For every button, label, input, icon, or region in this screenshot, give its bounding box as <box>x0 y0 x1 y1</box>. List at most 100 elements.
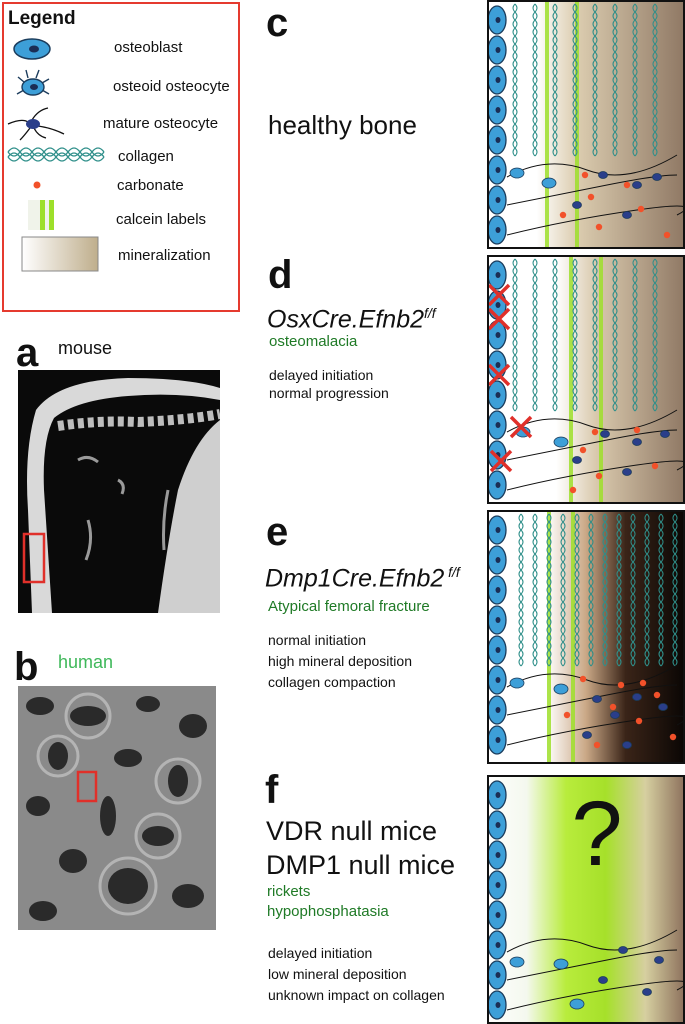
panel-d-genotype-base: OsxCre.Efnb2 <box>267 305 425 334</box>
legend-label-calcein-labels: calcein labels <box>116 211 207 228</box>
mature-osteocyte <box>654 956 664 964</box>
osteoblast-nucleus <box>495 47 501 53</box>
osteocyte-process <box>506 949 678 981</box>
calcein-labels-icon <box>28 200 54 230</box>
collagen-strand <box>546 513 550 667</box>
collagen-strand <box>572 3 576 157</box>
carbonate-dot <box>663 231 671 239</box>
legend-box <box>2 2 240 312</box>
osteocyte-process <box>506 684 678 716</box>
panel-c-letter: c <box>266 1 289 45</box>
collagen-strand <box>658 513 662 667</box>
osteoblast-nucleus <box>495 882 501 888</box>
mineralization-gradient <box>487 510 685 764</box>
collagen-strand <box>634 3 638 157</box>
carbonate-dot <box>579 446 587 454</box>
collagen-strand <box>532 3 536 157</box>
osteoid-osteocyte <box>553 958 569 970</box>
mature-osteocyte <box>622 468 632 476</box>
collagen-strand <box>574 258 578 412</box>
osteoblast-icon <box>13 38 51 60</box>
collagen-strand <box>576 513 580 667</box>
panel-f-note-3: unknown impact on collagen <box>268 987 445 1003</box>
panel-d-phenotype: osteomalacia <box>269 333 358 350</box>
panel-frame <box>487 510 685 764</box>
carbonate-dot <box>559 211 567 219</box>
osteoblast-nucleus <box>495 617 501 623</box>
collagen-strand <box>534 3 538 157</box>
collagen-strand <box>602 513 606 667</box>
mineralization-icon <box>21 236 99 272</box>
mature-osteocyte <box>622 741 632 749</box>
collagen-strand <box>520 513 524 667</box>
collagen-strand <box>552 258 556 412</box>
panel-a-label: mouse <box>58 338 113 358</box>
carbonate-dot <box>633 426 641 434</box>
collagen-strand <box>652 3 656 157</box>
mouse-bone-image <box>18 370 220 613</box>
carbonate-dot <box>593 741 601 749</box>
carbonate-dot <box>651 462 659 470</box>
panel-f-note-1: delayed initiation <box>268 945 373 961</box>
panel-frame <box>487 0 685 249</box>
panel-e-note-1: normal initiation <box>268 632 367 648</box>
collagen-strand <box>560 513 564 667</box>
mineralization-gradient <box>487 255 685 504</box>
osteoblast-nucleus <box>495 302 501 308</box>
panel-d-note-2: normal progression <box>269 385 389 401</box>
mature-osteocyte <box>618 946 628 954</box>
panel-f-note-2: low mineral deposition <box>268 966 407 982</box>
legend-icons <box>7 38 105 272</box>
collagen-strand <box>634 258 638 412</box>
panel-d-genotype: OsxCre.Efnb2f/f <box>267 305 436 334</box>
calcein-label <box>599 255 603 504</box>
panel-e-note-2: high mineral deposition <box>268 653 412 669</box>
panel-a-letter: a <box>16 331 39 375</box>
collagen-strand <box>646 513 650 667</box>
panel-e-letter: e <box>266 510 289 554</box>
mature-osteocyte <box>572 201 582 209</box>
carbonate-dot <box>653 691 661 699</box>
panel-f-letter: f <box>265 768 279 812</box>
osteocyte-process <box>506 664 678 688</box>
carbonate-dot <box>587 193 595 201</box>
collagen-strand <box>532 258 536 412</box>
mature-osteocyte <box>582 731 592 739</box>
panel-f-phenotype-2: hypophosphatasia <box>267 903 389 920</box>
panel-frame <box>487 775 685 1024</box>
osteoid-osteocyte <box>553 683 569 695</box>
panel-c-title: healthy bone <box>268 110 417 140</box>
osteoid-osteocyte-icon <box>16 69 50 96</box>
collagen-strand <box>594 258 598 412</box>
mature-osteocyte <box>598 171 608 179</box>
osteoblast-nucleus <box>495 227 501 233</box>
human-bone-image <box>18 686 216 930</box>
osteoblast-nucleus <box>495 647 501 653</box>
osteoblast-nucleus <box>495 272 501 278</box>
mature-osteocyte <box>592 695 602 703</box>
osteoblast-nucleus <box>495 362 501 368</box>
legend-label-mature-osteocyte: mature osteocyte <box>103 115 219 132</box>
panel-b-letter: b <box>14 645 39 689</box>
collagen-strand <box>614 258 618 412</box>
osteoblast-nucleus <box>495 527 501 533</box>
carbonate-dot <box>595 223 603 231</box>
legend-label-collagen: collagen <box>118 148 174 165</box>
osteoblast-nucleus <box>495 1002 501 1008</box>
mature-osteocyte <box>610 711 620 719</box>
collagen-strand <box>612 3 616 157</box>
mature-osteocyte <box>660 430 670 438</box>
collagen-strand <box>614 3 618 157</box>
osteoblast-nucleus <box>495 852 501 858</box>
legend-label-carbonate: carbonate <box>117 177 184 194</box>
osteocyte-process <box>506 929 678 953</box>
osteoid-osteocyte <box>509 167 525 179</box>
collagen-strand <box>632 258 636 412</box>
collagen-strand <box>534 258 538 412</box>
panel-f-phenotype-1: rickets <box>267 883 311 900</box>
carbonate-dot <box>581 171 589 179</box>
red-cross <box>489 449 513 473</box>
collagen-icon <box>7 147 105 162</box>
osteoblast-nucleus <box>495 912 501 918</box>
panel-e-genotype-sup: f/f <box>444 564 460 580</box>
